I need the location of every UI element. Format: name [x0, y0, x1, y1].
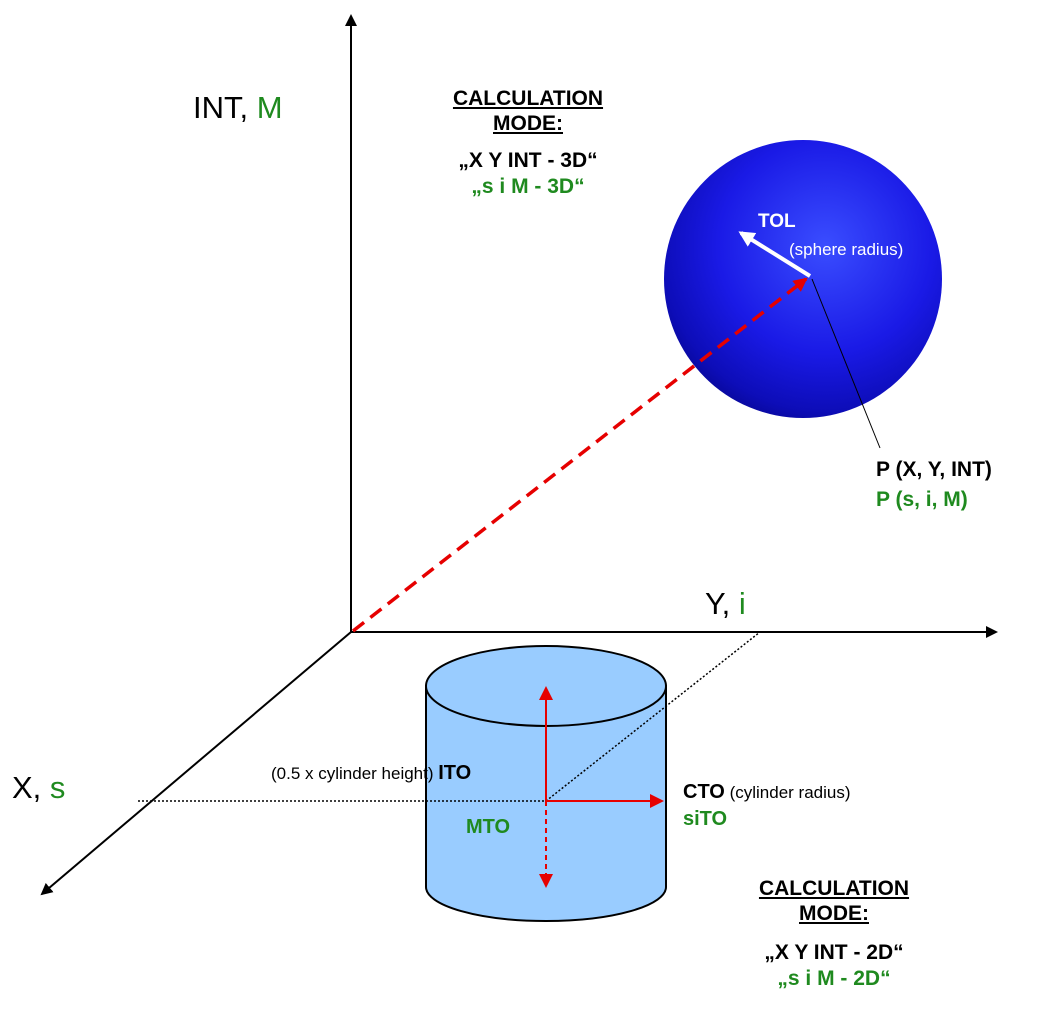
mode-2d-value: „X Y INT - 2D“ [764, 941, 904, 965]
tolerance-sphere [664, 140, 942, 418]
mode-3d-value: „X Y INT - 3D“ [458, 149, 598, 173]
tol-label: TOL [758, 211, 796, 232]
y-projection-line [545, 631, 761, 802]
x-axis-label-alt: s [49, 770, 66, 805]
mode-2d-value-alt: „s i M - 2D“ [777, 966, 891, 990]
mode-2d-title-line2: MODE: [799, 902, 869, 926]
ito-row: (0.5 x cylinder height) ITO [271, 762, 471, 785]
calculation-mode-3d: CALCULATION MODE: „X Y INT - 3D“ „s i M … [412, 86, 644, 199]
vertical-axis-label-text: INT, [193, 90, 257, 125]
y-axis-label: Y, i [705, 586, 746, 622]
vertical-axis-label-alt: M [256, 90, 283, 125]
point-leader-line [811, 278, 881, 449]
mode-3d-title-line1: CALCULATION [452, 87, 604, 110]
mode-3d-value-alt: „s i M - 3D“ [471, 174, 585, 198]
mode-3d-title-line2: MODE: [493, 112, 563, 136]
y-axis-label-text: Y, [705, 586, 739, 621]
cto-label: CTO [683, 781, 725, 803]
sito-label: siTO [683, 808, 728, 830]
x-axis-label: X, s [12, 770, 65, 806]
point-label-alt: P (s, i, M) [876, 488, 968, 511]
mode-2d-title-line1: CALCULATION [758, 877, 910, 900]
tol-arrow [738, 231, 812, 278]
vertical-axis-label: INT, M [193, 90, 283, 126]
ito-label: ITO [438, 762, 472, 784]
y-axis-label-alt: i [738, 586, 746, 621]
position-vector [351, 277, 808, 633]
cto-row: CTO (cylinder radius) [683, 781, 851, 804]
tol-note: (sphere radius) [789, 240, 904, 259]
x-axis-label-text: X, [12, 770, 50, 805]
mto-label: MTO [466, 816, 511, 838]
point-label: P (X, Y, INT) [876, 458, 992, 481]
calculation-mode-2d: CALCULATION MODE: „X Y INT - 2D“ „s i M … [714, 876, 954, 991]
x-axis [40, 631, 352, 896]
cto-note: (cylinder radius) [724, 783, 851, 802]
height-note: (0.5 x cylinder height) [271, 764, 439, 783]
